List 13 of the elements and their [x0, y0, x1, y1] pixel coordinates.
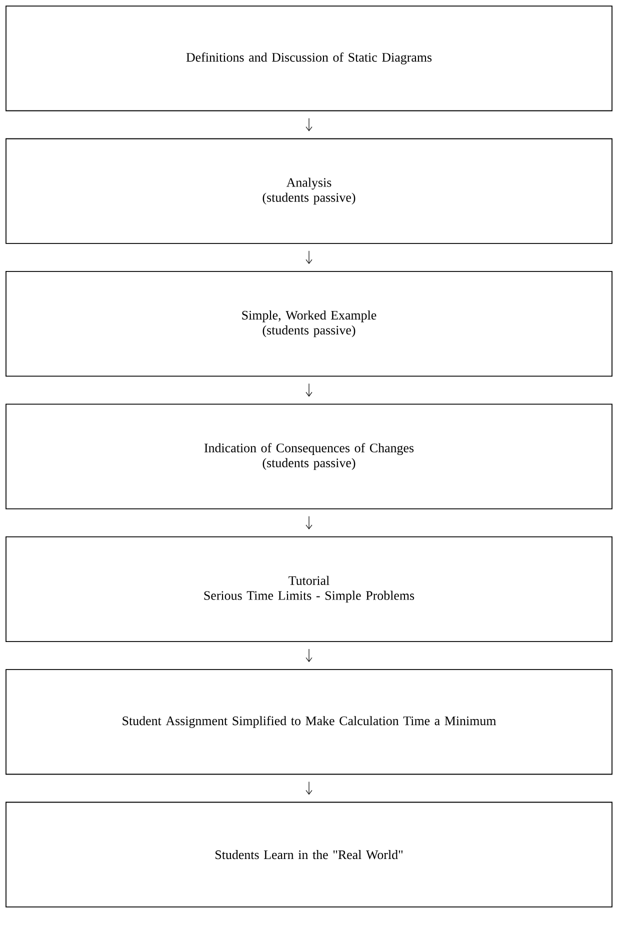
process-box: Analysis (students passive): [6, 138, 612, 244]
process-box: Simple, Worked Example (students passive): [6, 271, 612, 377]
arrow: [306, 383, 312, 397]
process-box: Definitions and Discussion of Static Diagrams: [6, 6, 612, 112]
arrow: [306, 118, 312, 132]
process-box: Student Assignment Simplified to Make Calculation Time a Minimum: [6, 669, 612, 775]
process-box: Indication of Consequences of Changes (students passive): [6, 404, 612, 510]
arrow: [306, 516, 312, 530]
process-box: Students Learn in the "Real World": [6, 802, 612, 908]
arrow: [306, 250, 312, 264]
arrow: [306, 781, 312, 795]
process-box: Tutorial Serious Time Limits - Simple Problems: [6, 536, 612, 642]
arrow: [306, 648, 312, 662]
